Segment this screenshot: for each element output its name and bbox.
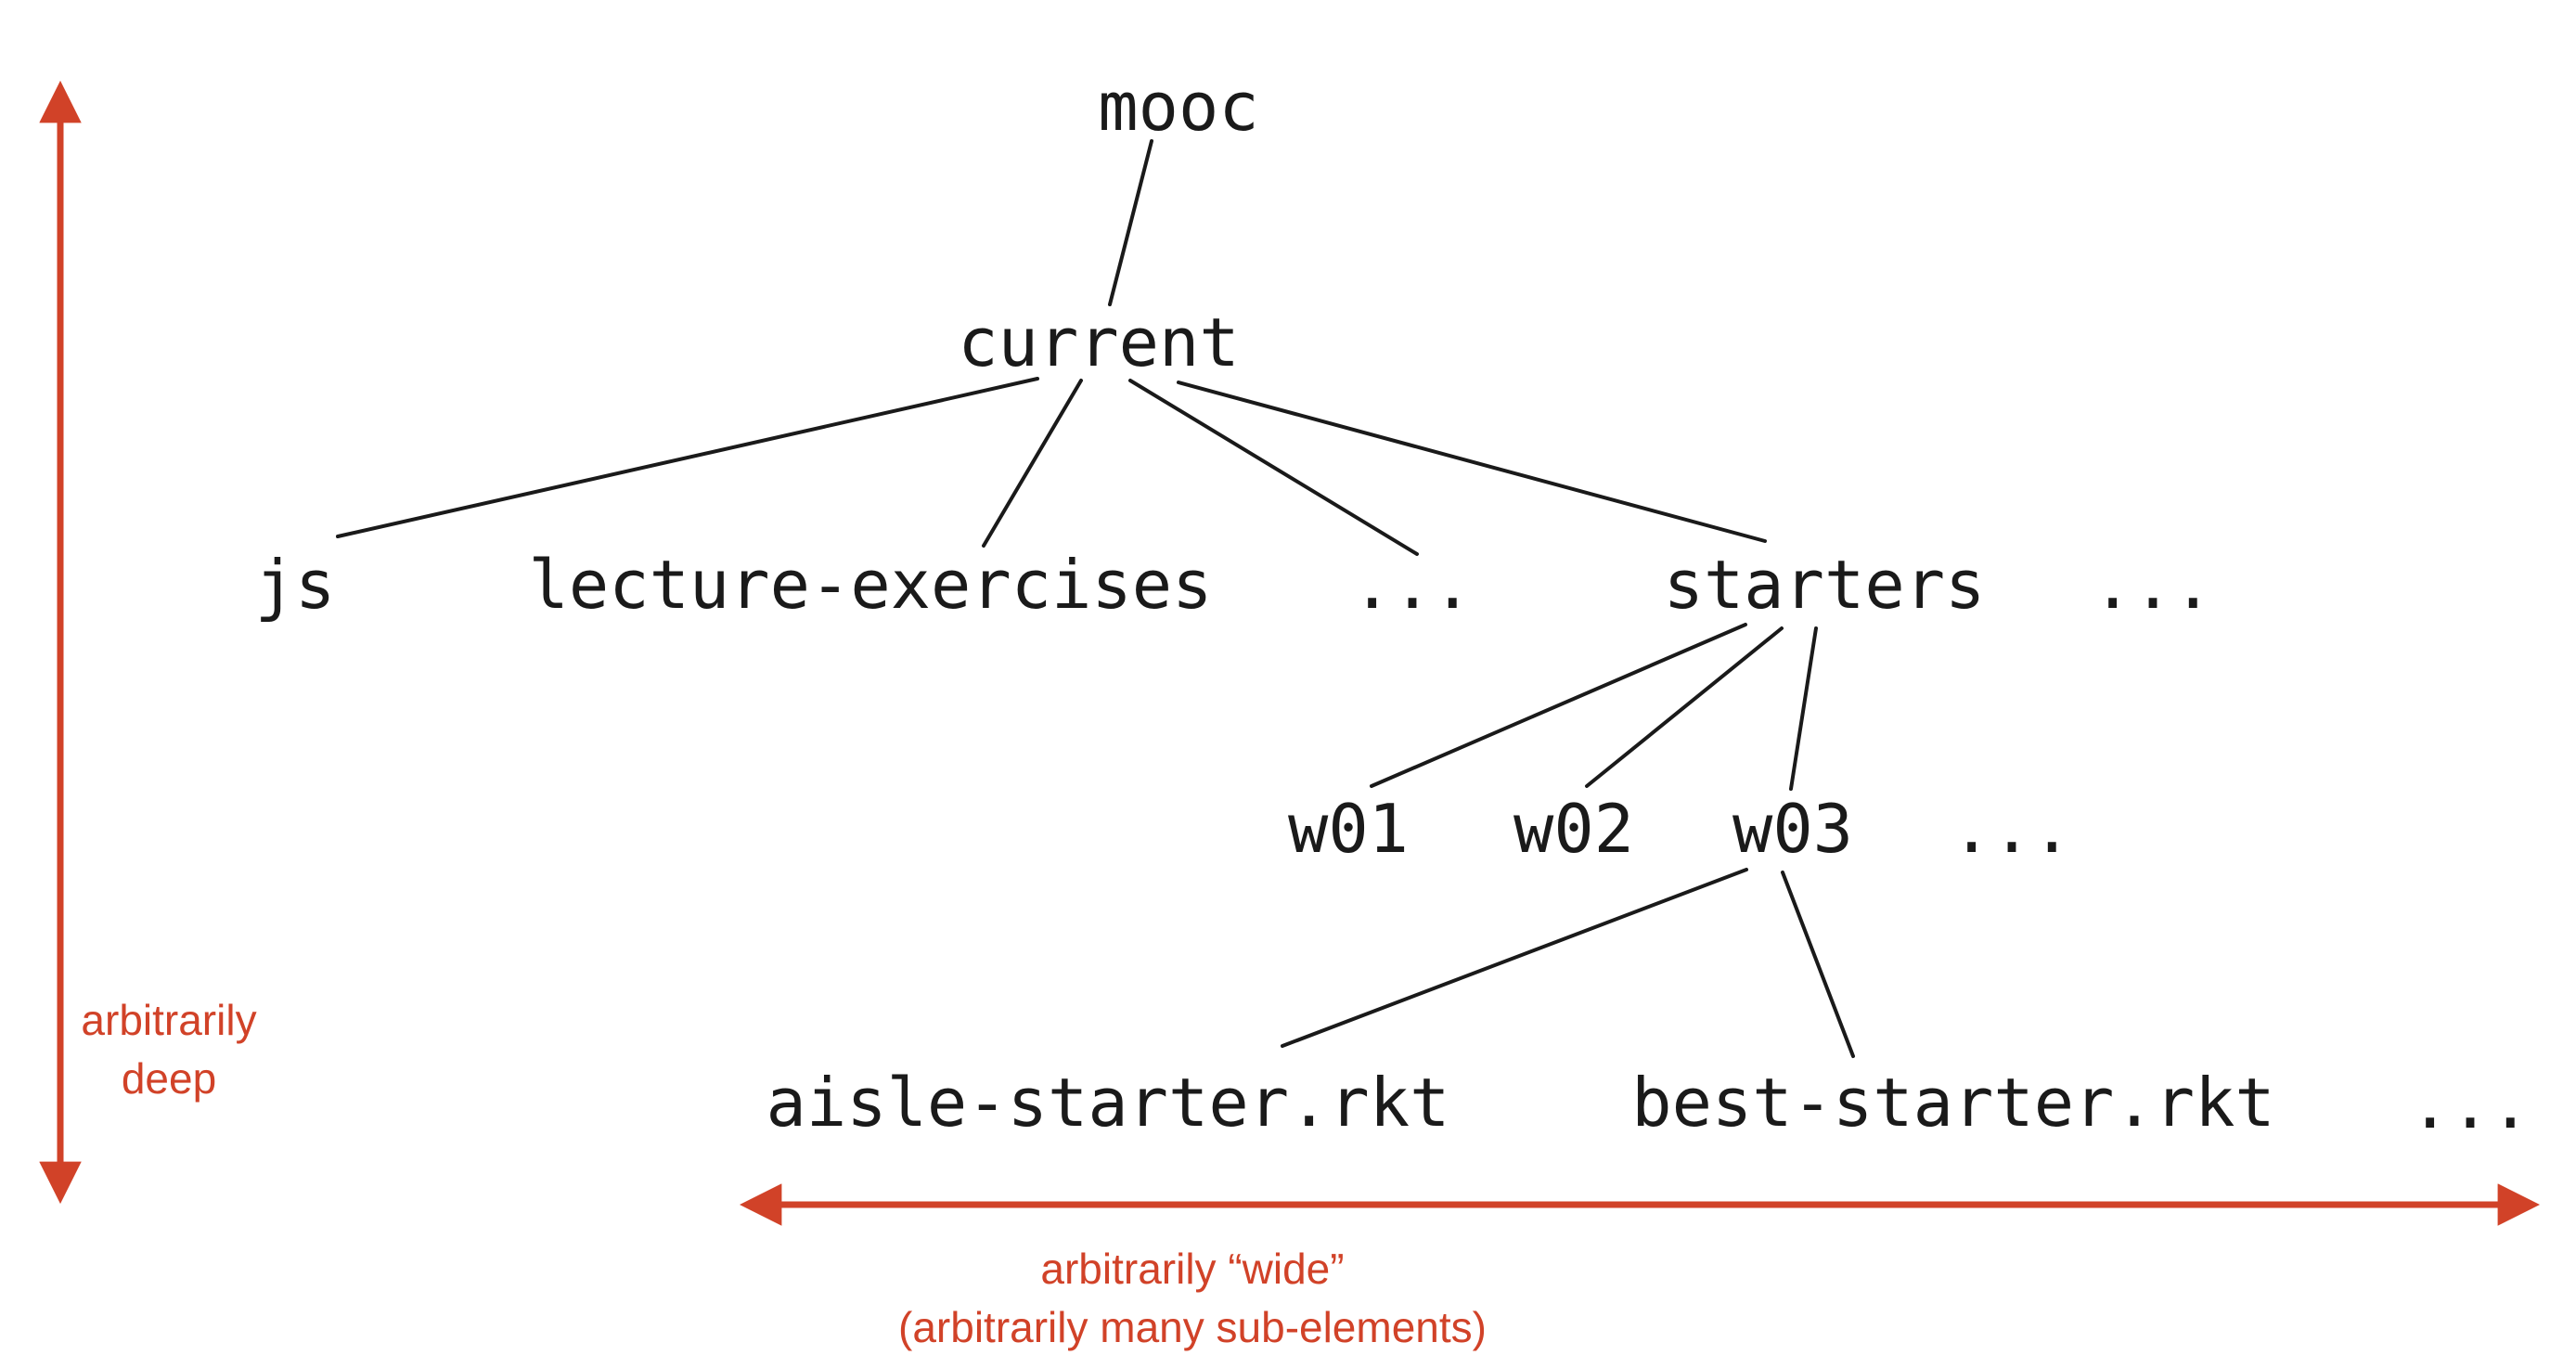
tree-node-ellipsis-2: ... — [2092, 546, 2214, 624]
tree-node-w01: w01 — [1287, 790, 1410, 868]
edge-mooc-current — [1108, 139, 1153, 306]
edge-starters-w03 — [1789, 626, 1818, 791]
tree-node-best-starter: best-starter.rkt — [1631, 1064, 2275, 1142]
edge-current-js — [336, 377, 1039, 538]
tree-node-current: current — [958, 303, 1240, 381]
edge-current-ellipsis-1 — [1128, 379, 1419, 556]
edge-w03-best-starter — [1781, 871, 1855, 1058]
tree-edges — [336, 139, 1855, 1058]
annotation-arrows — [39, 80, 2541, 1226]
tree-node-mooc: mooc — [1098, 68, 1259, 146]
tree-node-starters: starters — [1663, 546, 1986, 624]
tree-node-ellipsis-4: ... — [2409, 1065, 2531, 1143]
depth-annotation-line2: deep — [121, 1054, 217, 1103]
edge-starters-w01 — [1370, 623, 1747, 788]
edge-current-lecture-exercises — [982, 379, 1083, 548]
edge-current-starters — [1177, 381, 1767, 543]
tree-node-w02: w02 — [1513, 790, 1635, 868]
width-annotation-line2: (arbitrarily many sub-elements) — [898, 1303, 1487, 1351]
tree-node-lecture-exercises: lecture-exercises — [528, 546, 1213, 624]
tree-node-ellipsis-1: ... — [1351, 546, 1474, 624]
depth-annotation: arbitrarily deep — [81, 991, 256, 1108]
depth-annotation-line1: arbitrarily — [81, 996, 257, 1044]
tree-node-ellipsis-3: ... — [1951, 790, 2073, 868]
tree-node-js: js — [254, 546, 336, 624]
tree-node-w03: w03 — [1732, 790, 1854, 868]
width-annotation: arbitrarily “wide” (arbitrarily many sub… — [898, 1240, 1487, 1357]
edge-w03-aisle-starter — [1281, 868, 1748, 1048]
width-annotation-line1: arbitrarily “wide” — [1040, 1245, 1345, 1293]
edge-starters-w02 — [1585, 626, 1784, 788]
tree-node-aisle-starter: aisle-starter.rkt — [766, 1064, 1450, 1142]
